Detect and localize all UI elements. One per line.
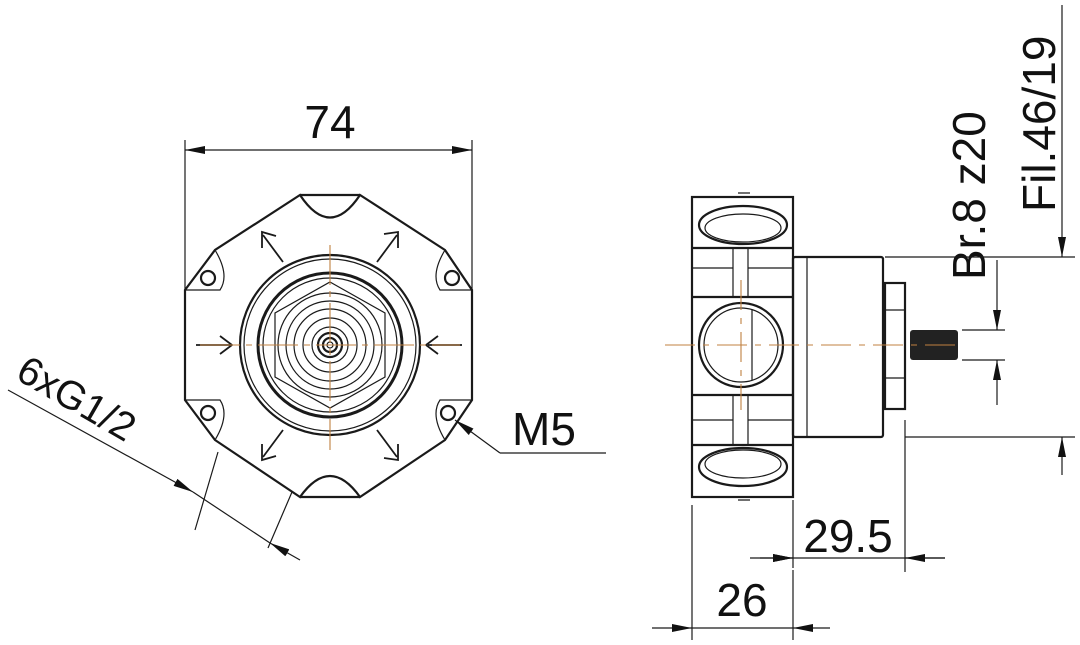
front-centerline xyxy=(200,245,460,450)
dimension-inlet: 6xG1/2 xyxy=(7,348,301,561)
front-view xyxy=(183,193,474,499)
dimension-26: 26 xyxy=(652,505,830,640)
spindle-label: Br.8 z20 xyxy=(943,111,995,280)
thread-label: Fil.46/19 xyxy=(1013,36,1065,212)
body-outline xyxy=(183,193,474,499)
lug-edges xyxy=(185,249,472,441)
extension-lines xyxy=(792,420,906,572)
mount-hole xyxy=(439,404,457,422)
extension-lines xyxy=(962,329,1005,361)
mount-hole xyxy=(443,269,461,287)
leader-line xyxy=(269,542,301,561)
extension-lines xyxy=(194,451,293,549)
mount-hole xyxy=(199,404,217,422)
dim-74-label: 74 xyxy=(304,96,355,148)
arrow-up-right-icon xyxy=(376,230,399,263)
inlet-thread-label: 6xG1/2 xyxy=(10,348,144,451)
flange xyxy=(883,281,907,411)
dim-26-label: 26 xyxy=(716,574,767,626)
leader-line xyxy=(454,419,501,454)
flow-arrows xyxy=(196,230,462,462)
bottom-port xyxy=(697,446,789,488)
dimension-m5: M5 xyxy=(454,403,606,455)
mount-hole xyxy=(199,269,217,287)
dimension-29-5: 29.5 xyxy=(750,420,945,572)
leader-line xyxy=(7,389,194,493)
arrow-down-left-icon xyxy=(261,429,284,462)
dimension-line xyxy=(192,491,271,544)
extension-lines xyxy=(885,256,1075,438)
mount-holes xyxy=(199,269,461,422)
side-centerline xyxy=(665,280,960,410)
m5-label: M5 xyxy=(512,403,576,455)
arrow-down-right-icon xyxy=(376,429,399,462)
dimension-thread: Fil.46/19 xyxy=(885,5,1075,475)
notch-edges xyxy=(300,193,360,499)
dimension-74: 74 xyxy=(184,96,473,290)
dim-29-5-label: 29.5 xyxy=(803,510,893,562)
top-port xyxy=(697,204,789,246)
cylinder xyxy=(791,255,885,439)
arrow-up-left-icon xyxy=(261,230,284,263)
dimension-spindle: Br.8 z20 xyxy=(943,111,1005,405)
side-view xyxy=(665,192,960,501)
extension-lines xyxy=(184,140,473,290)
